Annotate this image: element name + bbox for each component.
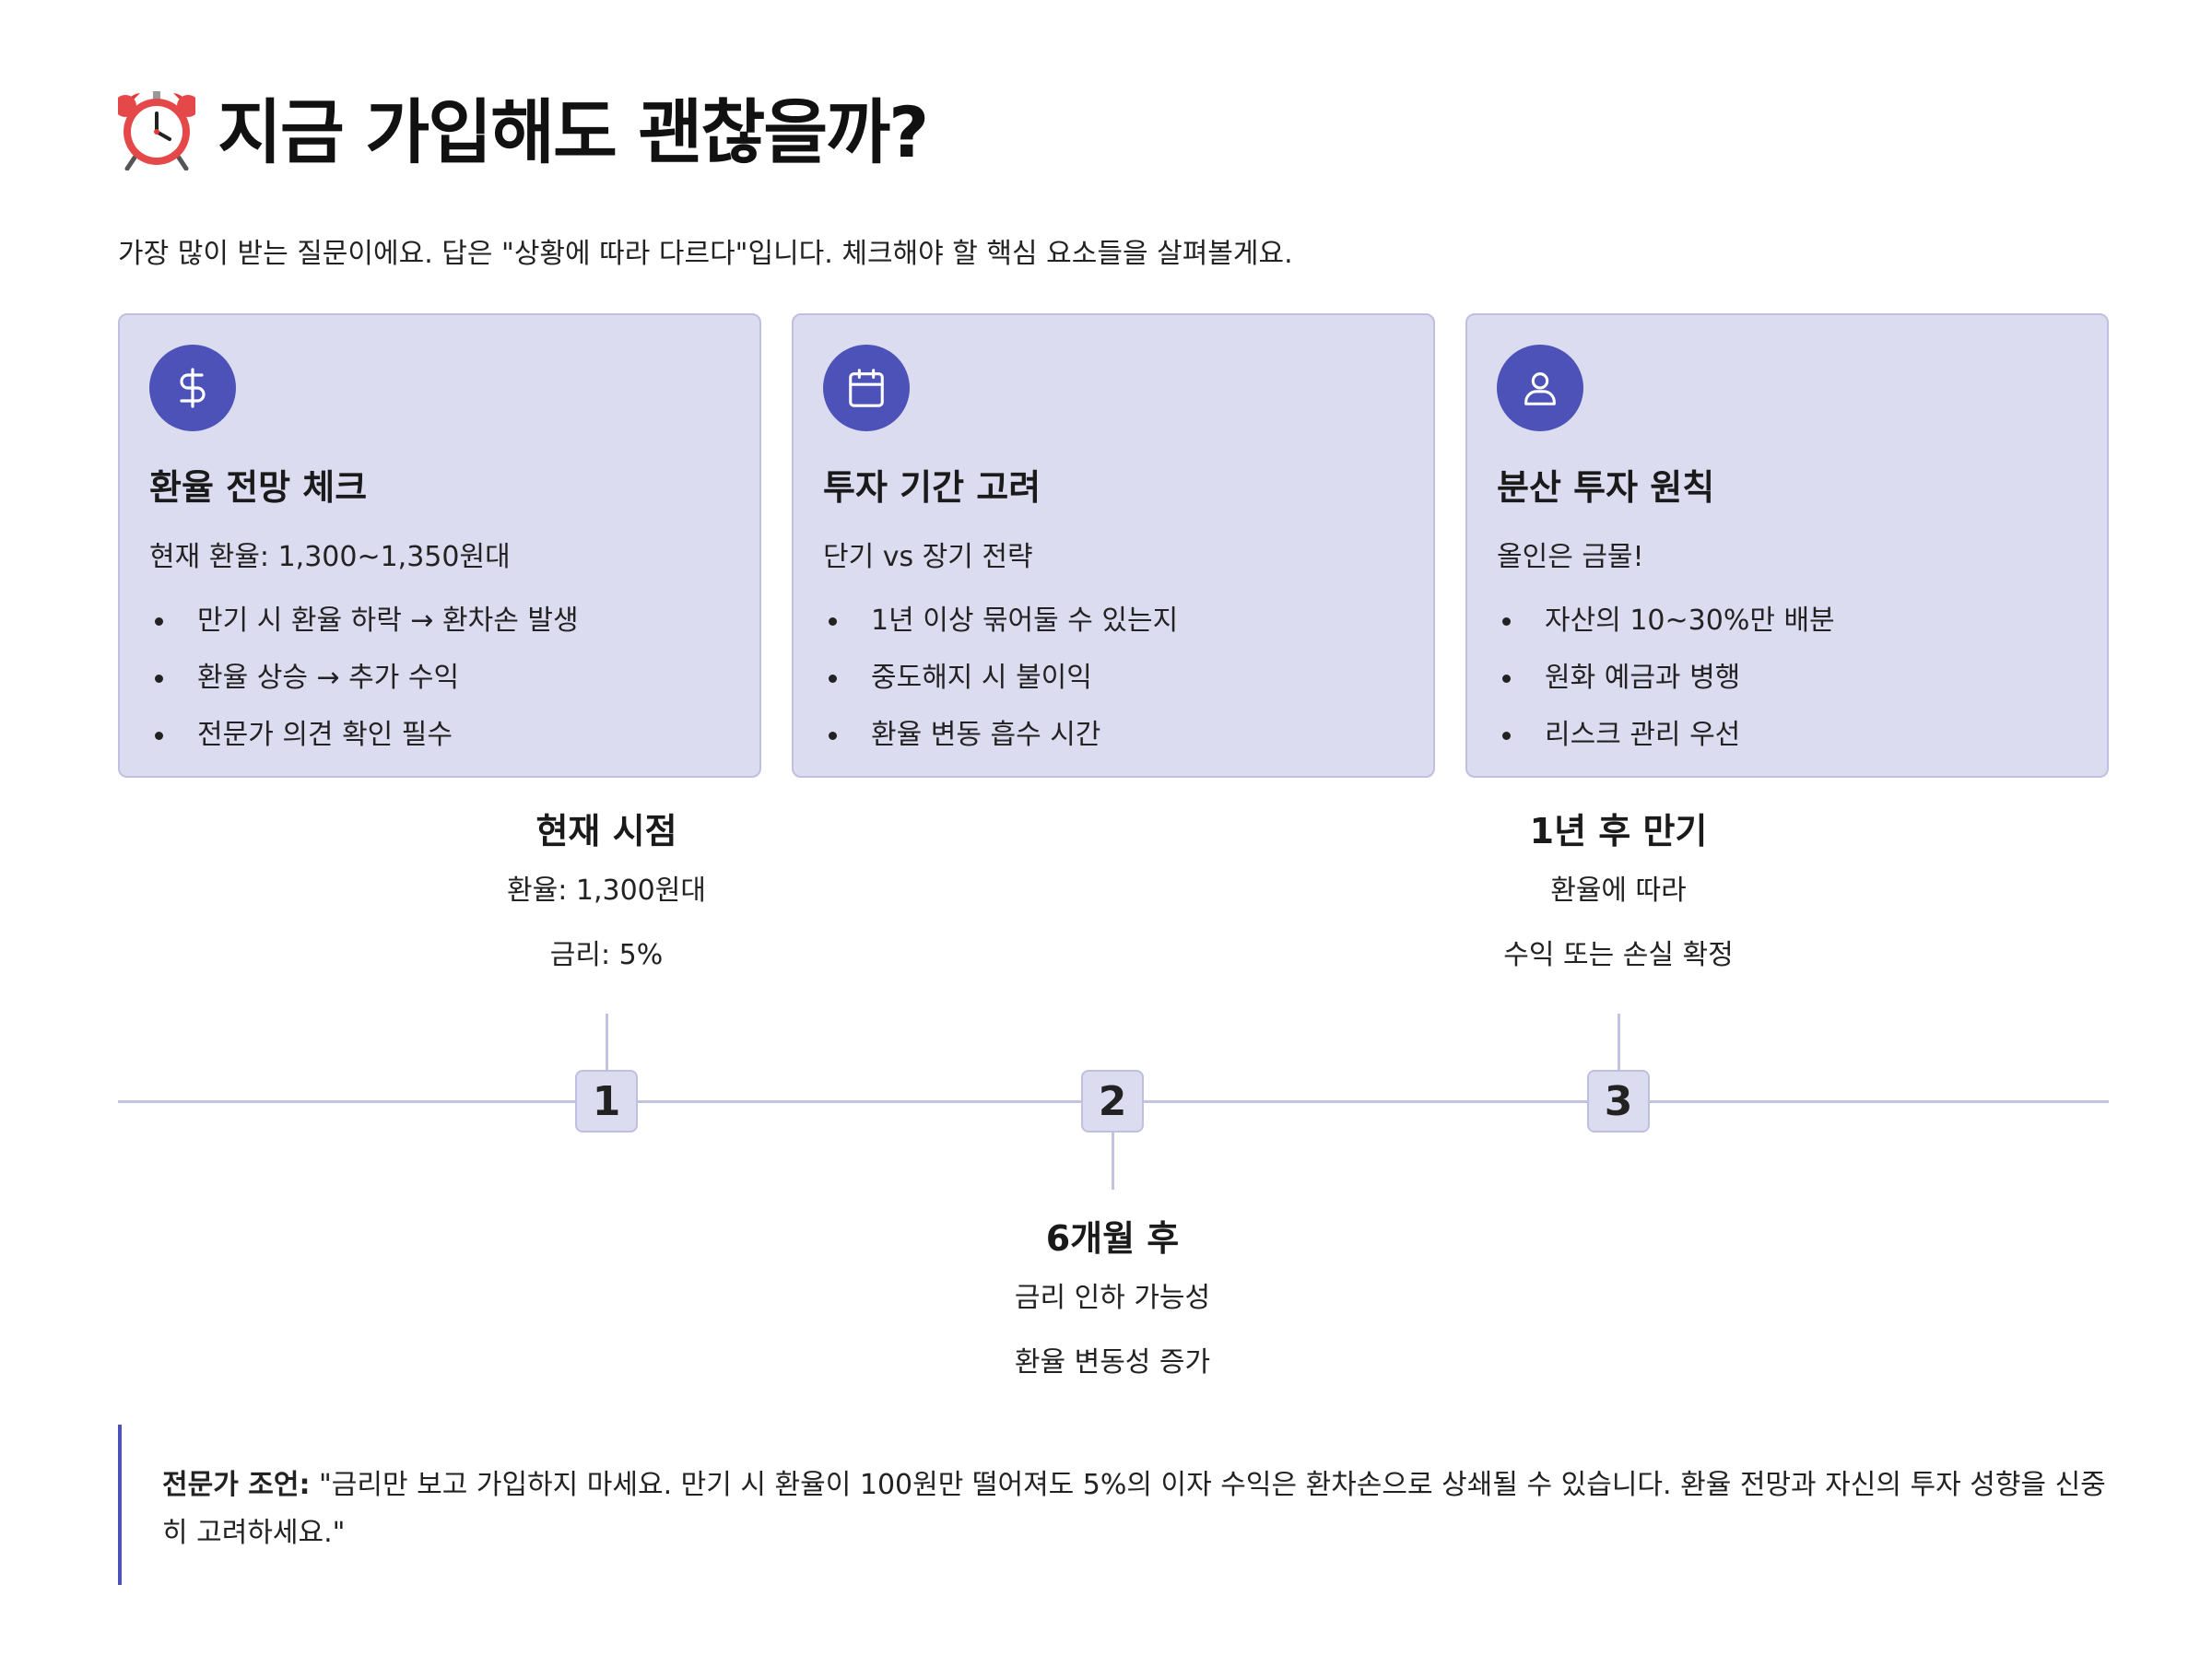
timeline-detail: 환율에 따라 — [1550, 874, 1687, 907]
list-item: 원화 예금과 병행 — [1497, 650, 2077, 707]
timeline-title: 6개월 후 — [1045, 1218, 1180, 1259]
card-investment-period: 투자 기간 고려 단기 vs 장기 전략 1년 이상 묶어둘 수 있는지 중도해… — [792, 313, 1435, 778]
card-subtitle: 단기 vs 장기 전략 — [823, 541, 1033, 573]
timeline-detail: 환율 변동성 증가 — [1014, 1346, 1211, 1379]
timeline-title: 현재 시점 — [535, 811, 677, 851]
card-subtitle: 올인은 금물! — [1497, 541, 1644, 573]
expert-advice-quote: 전문가 조언: "금리만 보고 가입하지 마세요. 만기 시 환율이 100원만… — [118, 1425, 2109, 1585]
card-subtitle: 현재 환율: 1,300~1,350원대 — [149, 541, 511, 573]
card-diversification: 분산 투자 원칙 올인은 금물! 자산의 10~30%만 배분 원화 예금과 병… — [1465, 313, 2109, 778]
list-item: 중도해지 시 불이익 — [823, 650, 1404, 707]
list-item: 전문가 의견 확인 필수 — [149, 707, 730, 764]
card-title: 투자 기간 고려 — [823, 467, 1041, 508]
card-title: 분산 투자 원칙 — [1497, 467, 1715, 508]
timeline-title: 1년 후 만기 — [1529, 811, 1708, 851]
timeline-detail: 금리: 5% — [549, 939, 664, 971]
calendar-icon — [823, 345, 910, 431]
timeline-connector — [1112, 1133, 1114, 1190]
timeline-node-2: 2 — [1081, 1070, 1144, 1133]
timeline-detail: 금리 인하 가능성 — [1014, 1282, 1211, 1314]
list-item: 1년 이상 묶어둘 수 있는지 — [823, 593, 1404, 650]
page-title-text: 지금 가입해도 괜찮을까? — [218, 91, 929, 173]
list-item: 환율 상승 → 추가 수익 — [149, 650, 730, 707]
user-icon — [1497, 345, 1583, 431]
timeline-node-1: 1 — [575, 1070, 638, 1133]
timeline-connector — [1618, 1014, 1620, 1071]
timeline-label-3: 1년 후 만기 환율에 따라 수익 또는 손실 확정 — [1342, 804, 1895, 988]
card-list: 자산의 10~30%만 배분 원화 예금과 병행 리스크 관리 우선 — [1497, 593, 2077, 764]
intro-text: 가장 많이 받는 질문이에요. 답은 "상황에 따라 다르다"입니다. 체크해야… — [118, 238, 1293, 270]
timeline-node-3: 3 — [1587, 1070, 1650, 1133]
timeline-label-2: 6개월 후 금리 인하 가능성 환율 변동성 증가 — [836, 1211, 1389, 1395]
timeline-connector — [606, 1014, 608, 1071]
card-list: 만기 시 환율 하락 → 환차손 발생 환율 상승 → 추가 수익 전문가 의견… — [149, 593, 730, 764]
list-item: 만기 시 환율 하락 → 환차손 발생 — [149, 593, 730, 650]
dollar-icon — [149, 345, 236, 431]
list-item: 리스크 관리 우선 — [1497, 707, 2077, 764]
card-grid: 환율 전망 체크 현재 환율: 1,300~1,350원대 만기 시 환율 하락… — [118, 313, 2109, 778]
card-exchange-rate: 환율 전망 체크 현재 환율: 1,300~1,350원대 만기 시 환율 하락… — [118, 313, 761, 778]
card-list: 1년 이상 묶어둘 수 있는지 중도해지 시 불이익 환율 변동 흡수 시간 — [823, 593, 1404, 764]
advice-text: "금리만 보고 가입하지 마세요. 만기 시 환율이 100원만 떨어져도 5%… — [162, 1469, 2106, 1549]
alarm-clock-icon — [118, 91, 195, 170]
page-title: 지금 가입해도 괜찮을까? — [118, 76, 929, 177]
list-item: 자산의 10~30%만 배분 — [1497, 593, 2077, 650]
timeline-label-1: 현재 시점 환율: 1,300원대 금리: 5% — [330, 804, 883, 988]
card-title: 환율 전망 체크 — [149, 467, 368, 508]
timeline-detail: 환율: 1,300원대 — [507, 874, 706, 907]
advice-label: 전문가 조언: — [162, 1469, 311, 1501]
list-item: 환율 변동 흡수 시간 — [823, 707, 1404, 764]
timeline-detail: 수익 또는 손실 확정 — [1503, 939, 1734, 971]
